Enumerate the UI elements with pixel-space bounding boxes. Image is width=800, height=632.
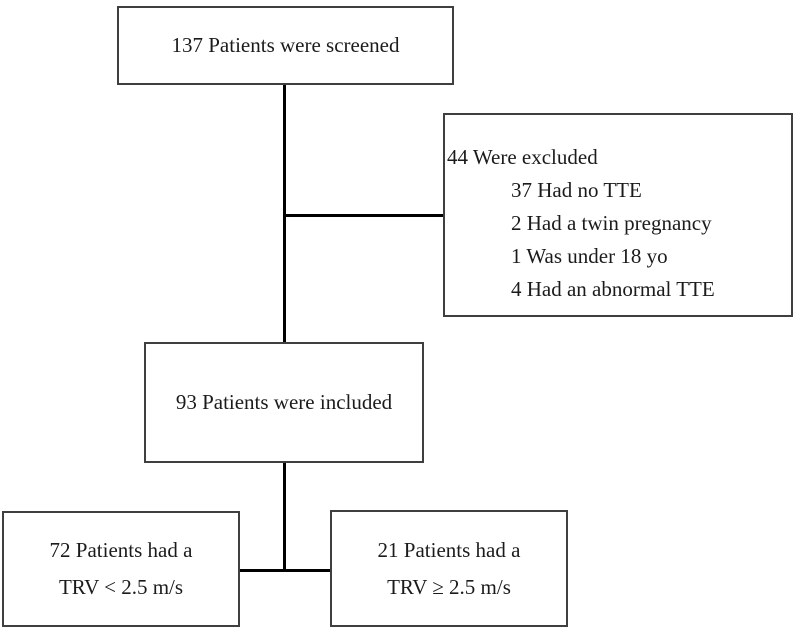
box-included: 93 Patients were included <box>144 342 424 463</box>
included-text: 93 Patients were included <box>175 389 393 414</box>
excluded-item: 4 Had an abnormal TTE <box>511 277 715 301</box>
screened-text: 137 Patients were screened <box>171 32 400 57</box>
excluded-item: 37 Had no TTE <box>511 178 642 202</box>
excluded-item: 2 Had a twin pregnancy <box>511 211 712 235</box>
trv-high-line2: TRV ≥ 2.5 m/s <box>387 574 511 599</box>
connector-included-to-split <box>283 463 286 571</box>
trv-high-line1: 21 Patients had a <box>377 537 521 562</box>
connector-split-horizontal <box>240 569 330 572</box>
box-screened: 137 Patients were screened <box>117 6 454 85</box>
connector-excluded-branch <box>283 214 443 217</box>
connector-screened-to-included <box>283 85 286 342</box>
trv-low-line1: 72 Patients had a <box>49 538 193 562</box>
box-trv-high: 21 Patients had a TRV ≥ 2.5 m/s <box>330 510 568 627</box>
box-trv-low: 72 Patients had a TRV < 2.5 m/s <box>2 511 240 627</box>
box-excluded: 44 Were excluded 37 Had no TTE 2 Had a t… <box>443 113 793 317</box>
trv-low-line2: TRV < 2.5 m/s <box>58 575 184 599</box>
excluded-title: 44 Were excluded <box>447 145 598 169</box>
excluded-item: 1 Was under 18 yo <box>511 244 668 268</box>
